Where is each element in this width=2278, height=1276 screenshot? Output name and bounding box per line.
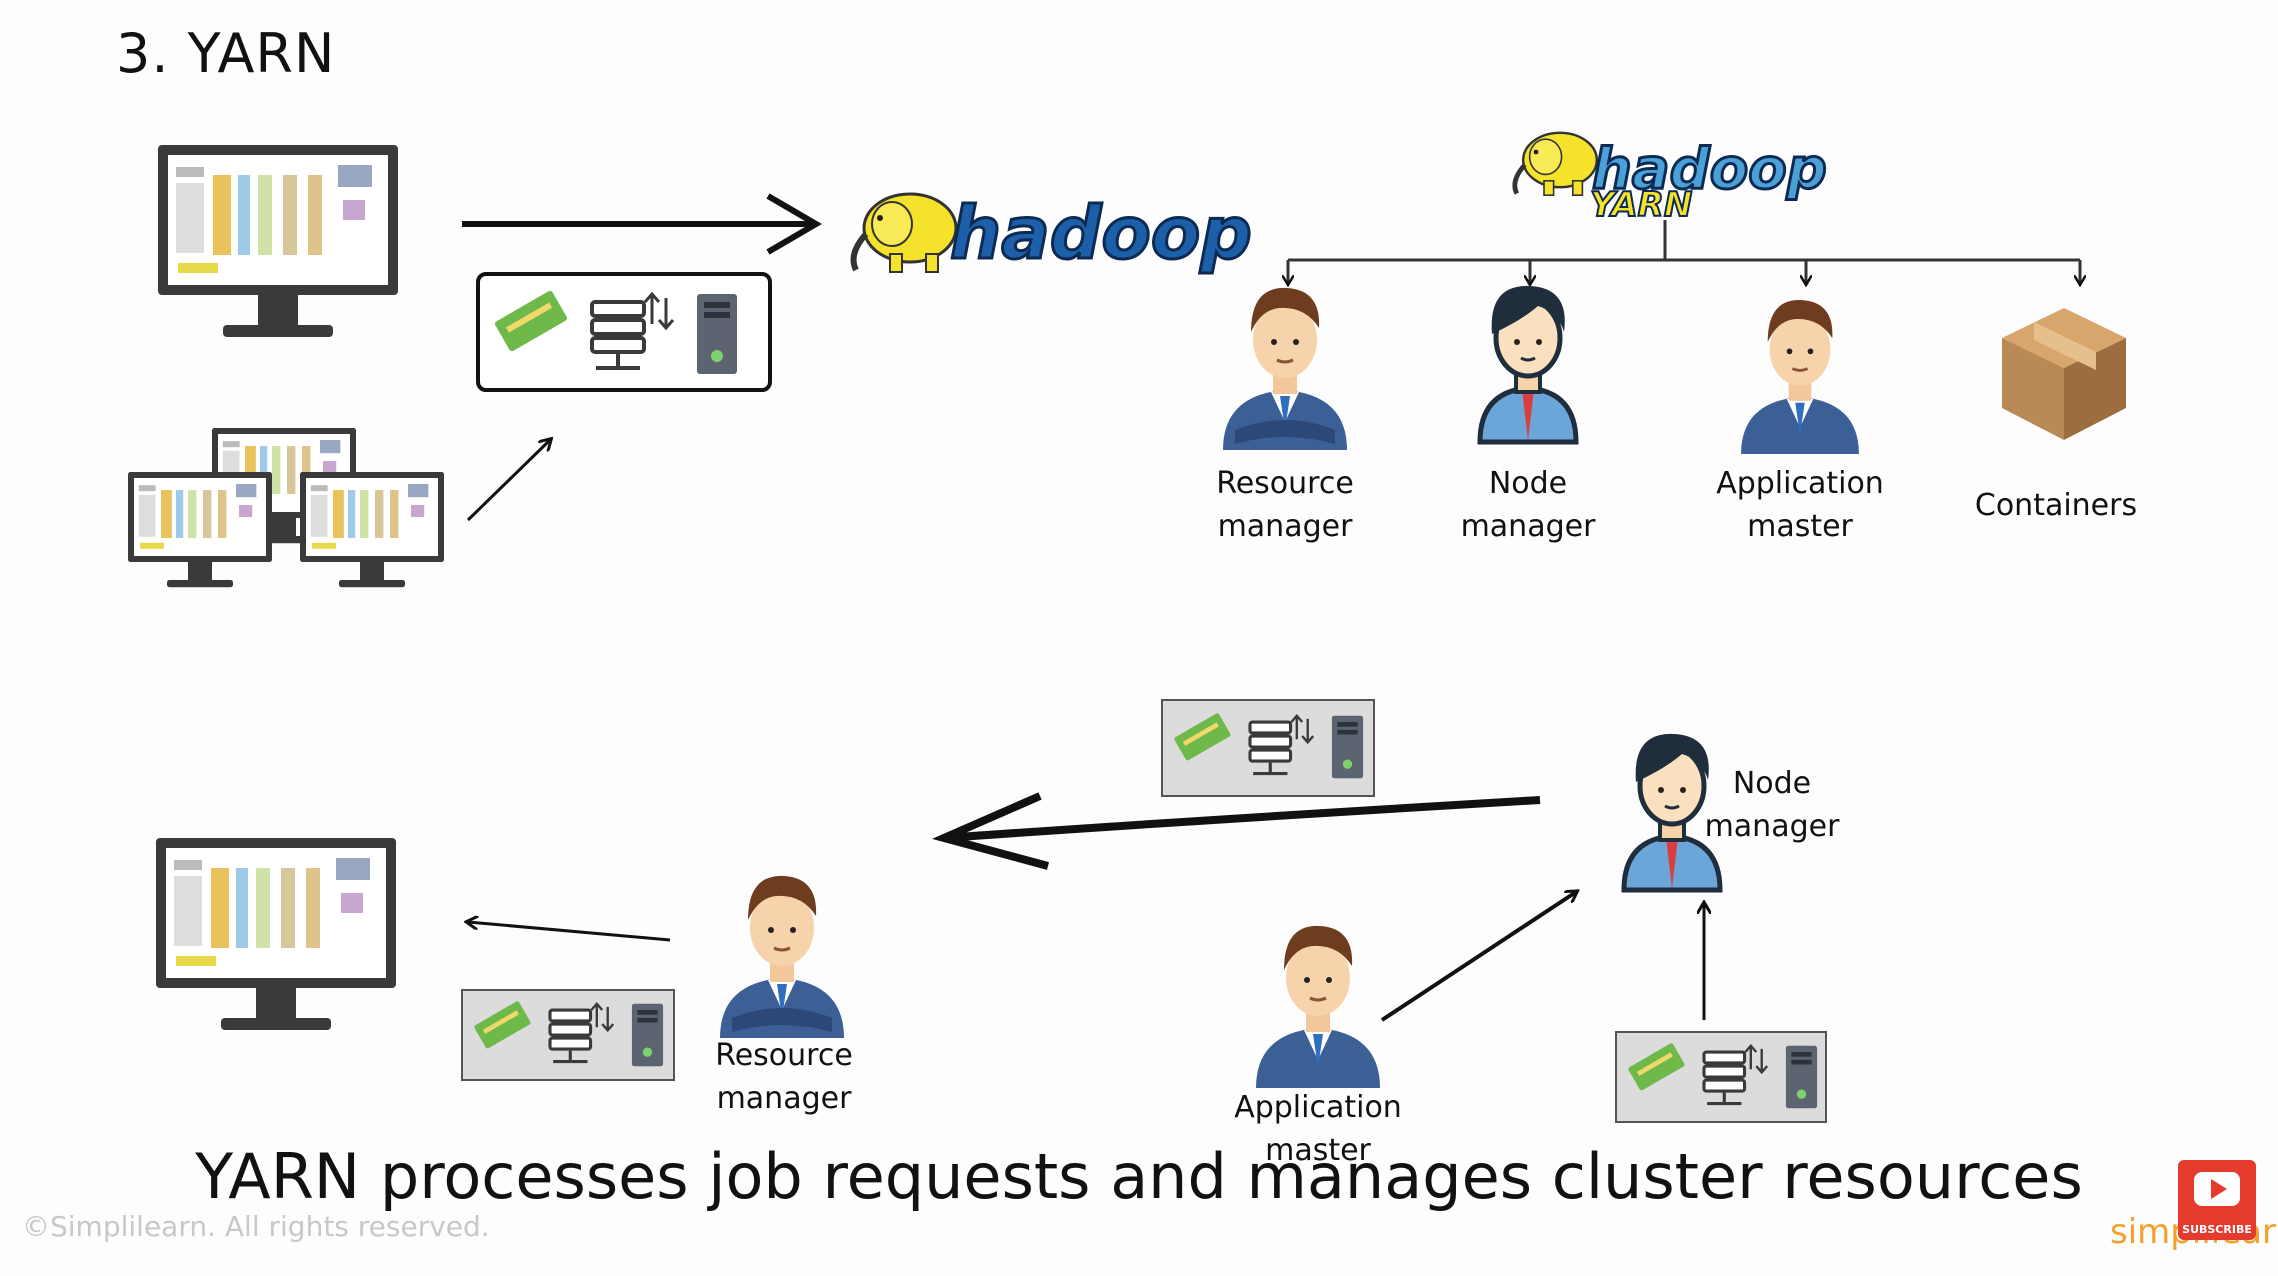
subscribe-button[interactable]: SUBSCRIBE	[2178, 1160, 2256, 1240]
flow-label-application-master: Application master	[1234, 1090, 1402, 1168]
yarn-logo-hadoop-text: hadoop	[1592, 137, 1827, 202]
resource-box-bottom-mid	[1161, 699, 1375, 797]
flow-label-line1: Node	[1732, 766, 1812, 801]
diagonal-arrow	[466, 440, 550, 522]
component-label-line1: Containers	[1974, 488, 2138, 523]
component-label-line1: Application	[1716, 466, 1884, 501]
hadoop-logo-text: hadoop	[950, 191, 1252, 275]
result-monitor-icon	[156, 838, 396, 1030]
container-box-icon	[2002, 308, 2126, 440]
yarn-component-tree	[1288, 220, 2080, 284]
component-label-node-manager: Node manager	[1418, 462, 1638, 548]
slide-caption: YARN processes job requests and manages …	[195, 1140, 2083, 1213]
result-arrow	[468, 922, 671, 942]
component-label-line1: Resource	[1216, 466, 1354, 501]
node-manager-icon	[1480, 286, 1576, 442]
subscribe-label: SUBSCRIBE	[2182, 1223, 2252, 1236]
play-icon	[2194, 1172, 2240, 1206]
resource-box-bottom-right	[1615, 1031, 1827, 1123]
flow-label-line1: Resource	[715, 1038, 853, 1073]
component-label-application-master: Application master	[1690, 462, 1910, 548]
component-label-line1: Node	[1488, 466, 1568, 501]
response-arrow	[943, 796, 1541, 842]
multi-monitor-icon	[128, 428, 444, 588]
resource-box-top	[476, 272, 772, 392]
yarn-logo-yarn-text: YARN	[1590, 185, 1692, 225]
hadoop-yarn-logo: hadoop YARN	[1515, 133, 1828, 226]
flow-application-master-icon	[1254, 924, 1382, 1090]
component-label-containers: Containers	[1946, 484, 2166, 527]
component-label-line2: manager	[1460, 509, 1596, 544]
hadoop-logo: hadoop	[854, 190, 1253, 277]
flow-resource-manager-icon	[718, 874, 846, 1040]
copyright-notice: ©Simplilearn. All rights reserved.	[22, 1210, 490, 1243]
job-request-arrowhead	[766, 193, 822, 255]
client-monitor-icon	[158, 145, 398, 337]
component-label-line2: manager	[1217, 509, 1353, 544]
appmaster-to-node-arrow	[1380, 892, 1576, 1022]
slide-title: 3. YARN	[116, 22, 336, 85]
flow-label-line2: manager	[716, 1081, 852, 1116]
component-label-line2: master	[1747, 509, 1853, 544]
flow-label-node-manager: Node manager	[1662, 762, 1882, 848]
component-label-resource-manager: Resource manager	[1175, 462, 1395, 548]
flow-label-line2: manager	[1704, 809, 1840, 844]
application-master-icon	[1739, 298, 1861, 456]
response-arrowhead	[931, 792, 1050, 870]
resource-box-bottom-left	[461, 989, 675, 1081]
resource-manager-icon	[1221, 286, 1349, 452]
flow-label-resource-manager: Resource manager	[674, 1034, 894, 1120]
